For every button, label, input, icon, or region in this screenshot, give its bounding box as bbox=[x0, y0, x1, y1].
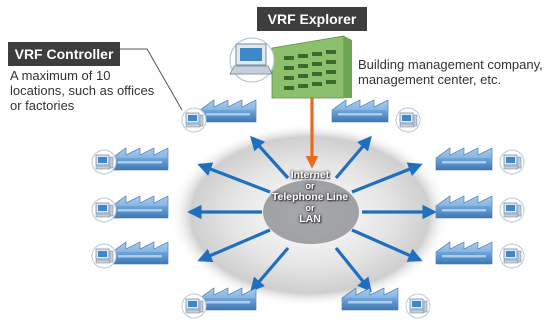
arrow-top-left bbox=[250, 135, 290, 180]
controller-description: A maximum of 10 locations, such as offic… bbox=[10, 68, 155, 113]
controller-leader-line bbox=[120, 48, 183, 111]
arrow-upper-right bbox=[351, 162, 423, 194]
site-upper-left bbox=[91, 147, 169, 175]
network-internet: Internet bbox=[290, 169, 330, 181]
explorer-pc-icon bbox=[229, 37, 275, 83]
explorer-building-icon bbox=[271, 35, 352, 99]
arrow-top-right bbox=[334, 135, 372, 180]
arrow-bottom-left bbox=[250, 246, 290, 293]
network-or-2: or bbox=[305, 203, 315, 213]
controller-label: VRF Controller bbox=[8, 42, 120, 66]
site-bottom-right bbox=[341, 287, 431, 319]
explorer-description: Building management company, management … bbox=[358, 57, 543, 87]
site-mid-right bbox=[435, 195, 525, 223]
explorer-label: VRF Explorer bbox=[257, 7, 367, 31]
network-lan: LAN bbox=[299, 213, 321, 225]
site-top-left bbox=[181, 99, 257, 133]
arrow-bottom-right bbox=[334, 246, 372, 293]
arrow-lower-right bbox=[351, 228, 423, 262]
center-oval bbox=[263, 180, 359, 244]
arrow-lower-left bbox=[197, 228, 271, 263]
arrow-upper-left bbox=[197, 162, 271, 194]
site-lower-left bbox=[91, 241, 169, 269]
network-telephone: Telephone Line bbox=[271, 191, 349, 203]
network-arrows bbox=[187, 135, 437, 293]
site-mid-left bbox=[91, 195, 169, 223]
network-type-text: Internet or Telephone Line or LAN bbox=[255, 170, 365, 225]
network-or-1: or bbox=[305, 181, 315, 191]
site-upper-right bbox=[435, 147, 525, 175]
site-lower-right bbox=[435, 241, 525, 269]
